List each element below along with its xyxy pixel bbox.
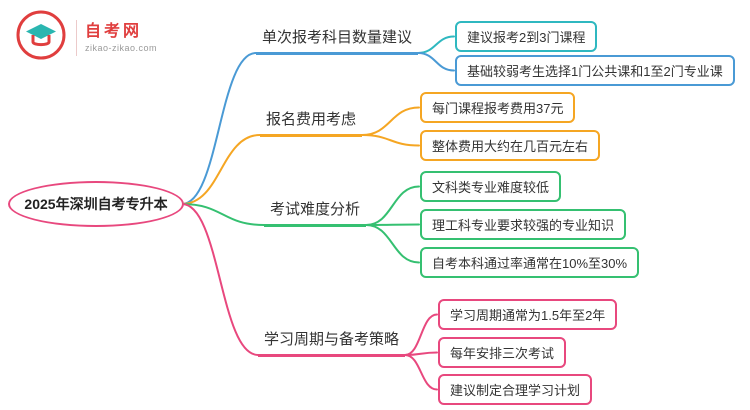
- site-url: zikao-zikao.com: [85, 43, 158, 54]
- branch-node: 报名费用考虑: [260, 104, 363, 137]
- leaf-node: 每年安排三次考试: [438, 337, 567, 368]
- leaf-node: 建议报考2到3门课程: [455, 21, 598, 52]
- branch-node: 考试难度分析: [264, 194, 367, 227]
- leaf-node: 整体费用大约在几百元左右: [420, 130, 601, 161]
- graduation-cap-icon: [14, 8, 68, 67]
- site-name: 自考网: [85, 22, 143, 40]
- leaf-node: 基础较弱考生选择1门公共课和1至2门专业课: [455, 55, 735, 86]
- leaf-node: 每门课程报考费用37元: [420, 92, 576, 123]
- leaf-node: 学习周期通常为1.5年至2年: [438, 299, 618, 330]
- site-logo[interactable]: 自考网 zikao-zikao.com: [14, 8, 158, 67]
- branch-node: 单次报考科目数量建议: [256, 22, 419, 55]
- leaf-node: 建议制定合理学习计划: [438, 374, 593, 405]
- leaf-node: 文科类专业难度较低: [420, 171, 562, 202]
- logo-divider: [76, 19, 77, 56]
- branch-node: 学习周期与备考策略: [258, 324, 406, 357]
- leaf-node: 理工科专业要求较强的专业知识: [420, 209, 627, 240]
- leaf-node: 自考本科通过率通常在10%至30%: [420, 247, 640, 278]
- root-node: 2025年深圳自考专升本: [8, 181, 184, 227]
